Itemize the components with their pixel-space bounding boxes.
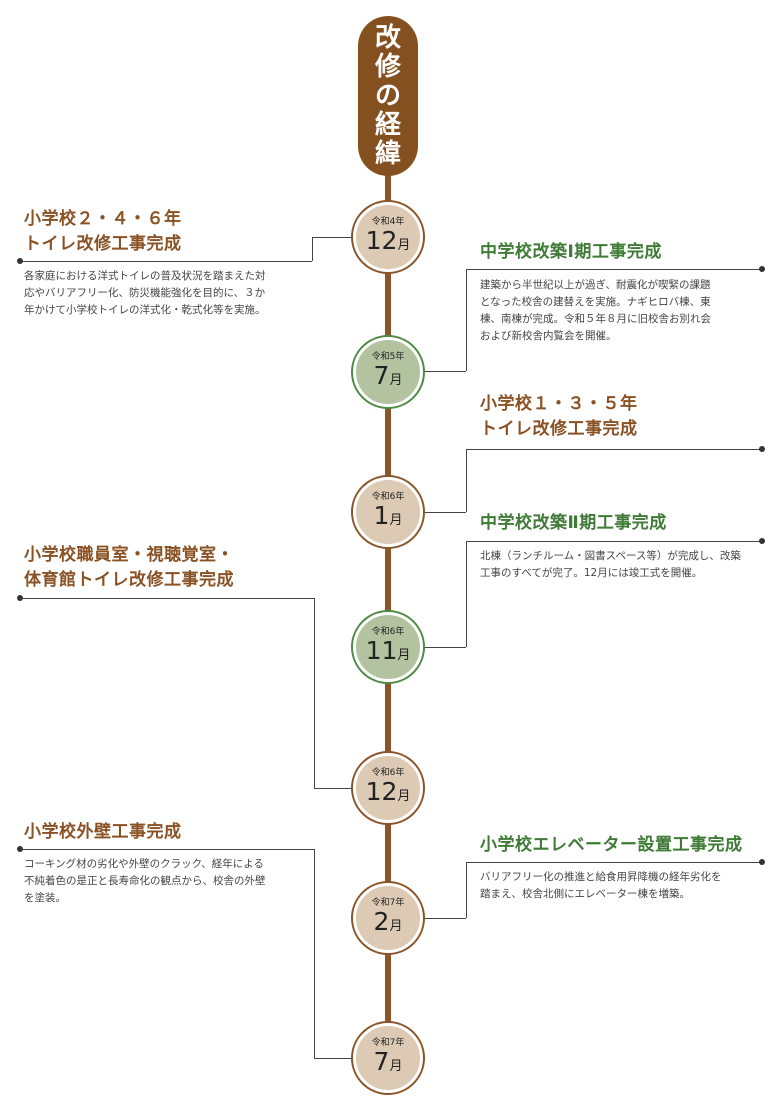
timeline-node-2024-12: 令和6年 12月 bbox=[353, 753, 423, 823]
node-month: 2月 bbox=[373, 907, 403, 936]
node-era: 令和6年 bbox=[371, 492, 405, 502]
connector-dot bbox=[17, 846, 23, 852]
connector-line bbox=[314, 788, 354, 789]
node-month: 7月 bbox=[373, 361, 403, 390]
timeline-title: 改 修 の 経 緯 bbox=[358, 16, 418, 176]
timeline-node-2025-2: 令和7年 2月 bbox=[353, 883, 423, 953]
connector-line bbox=[422, 647, 466, 648]
connector-line bbox=[422, 918, 466, 919]
connector-line bbox=[466, 541, 762, 542]
connector-dot bbox=[759, 266, 765, 272]
event-description: 北棟（ランチルーム・図書スペース等）が完成し、改築 工事のすべてが完了。12月に… bbox=[480, 550, 741, 579]
connector-dot bbox=[17, 258, 23, 264]
event-title: 中学校改築Ⅱ期工事完成 bbox=[480, 513, 667, 533]
node-era: 令和7年 bbox=[371, 1038, 405, 1048]
timeline-node-2025-7: 令和7年 7月 bbox=[353, 1023, 423, 1093]
connector-line bbox=[466, 862, 467, 918]
event-title: 中学校改築Ⅰ期工事完成 bbox=[480, 242, 662, 262]
connector-line bbox=[20, 598, 314, 599]
event-description: 建築から半世紀以上が過ぎ、耐震化が喫緊の課題 となった校舎の建替えを実施。ナギヒ… bbox=[480, 279, 711, 342]
node-era: 令和4年 bbox=[371, 217, 405, 227]
timeline-node-2024-11: 令和6年 11月 bbox=[353, 612, 423, 682]
connector-dot bbox=[759, 446, 765, 452]
connector-line bbox=[20, 261, 312, 262]
connector-line bbox=[314, 598, 315, 788]
node-era: 令和7年 bbox=[371, 898, 405, 908]
connector-line bbox=[466, 449, 467, 512]
timeline-node-2023-7: 令和5年 7月 bbox=[353, 337, 423, 407]
connector-line bbox=[312, 237, 354, 238]
timeline-node-2024-1: 令和6年 1月 bbox=[353, 477, 423, 547]
connector-dot bbox=[759, 538, 765, 544]
connector-line bbox=[466, 541, 467, 647]
connector-line bbox=[466, 269, 467, 371]
connector-line bbox=[314, 1058, 354, 1059]
node-era: 令和6年 bbox=[371, 768, 405, 778]
title-char: 修 bbox=[374, 51, 401, 82]
title-char: の bbox=[374, 80, 401, 111]
event-title: 小学校エレベーター設置工事完成 bbox=[480, 835, 743, 855]
title-char: 緯 bbox=[374, 138, 401, 169]
connector-line bbox=[466, 269, 762, 270]
node-month: 11月 bbox=[365, 636, 411, 665]
title-char: 改 bbox=[374, 22, 401, 53]
connector-line bbox=[314, 849, 315, 1058]
node-month: 7月 bbox=[373, 1047, 403, 1076]
connector-dot bbox=[759, 859, 765, 865]
connector-line bbox=[20, 849, 314, 850]
connector-line bbox=[466, 862, 762, 863]
node-month: 12月 bbox=[365, 777, 411, 806]
node-month: 12月 bbox=[365, 226, 411, 255]
title-char: 経 bbox=[374, 109, 401, 140]
connector-line bbox=[312, 237, 313, 261]
timeline-node-2022-12: 令和4年 12月 bbox=[353, 202, 423, 272]
node-era: 令和6年 bbox=[371, 627, 405, 637]
event-title: 小学校１・３・５年 トイレ改修工事完成 bbox=[480, 394, 638, 439]
event-description: 各家庭における洋式トイレの普及状況を踏まえた対 応やバリアフリー化、防災機能強化… bbox=[24, 270, 266, 316]
connector-line bbox=[422, 512, 466, 513]
connector-dot bbox=[17, 595, 23, 601]
node-era: 令和5年 bbox=[371, 352, 405, 362]
event-description: コーキング材の劣化や外壁のクラック、経年による 不純着色の是正と長寿命化の観点か… bbox=[24, 858, 266, 904]
connector-line bbox=[422, 371, 466, 372]
event-description: バリアフリー化の推進と給食用昇降機の経年劣化を 踏まえ、校舎北側にエレベーター棟… bbox=[480, 871, 722, 900]
connector-line bbox=[466, 449, 762, 450]
event-title: 小学校職員室・視聴覚室・ 体育館トイレ改修工事完成 bbox=[24, 545, 234, 590]
node-month: 1月 bbox=[373, 501, 403, 530]
event-title: 小学校外壁工事完成 bbox=[24, 822, 182, 842]
event-title: 小学校２・４・６年 トイレ改修工事完成 bbox=[24, 209, 182, 254]
